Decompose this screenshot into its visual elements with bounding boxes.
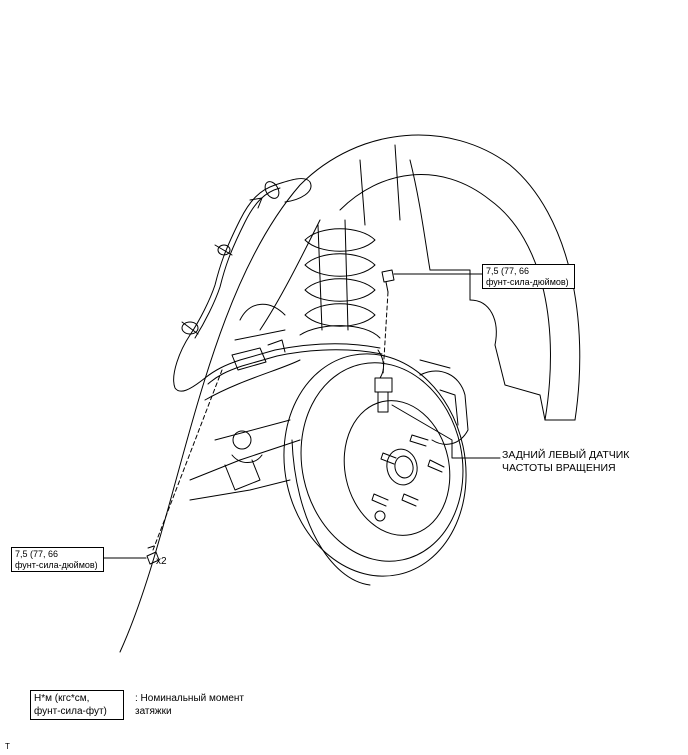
legend-unit-line2: фунт-сила-фут) xyxy=(34,706,107,717)
coil-spring xyxy=(299,219,381,339)
brake-caliper xyxy=(419,359,469,445)
legend-desc-line2: затяжки xyxy=(135,706,172,717)
sensor-bolt-torque-callout: 7,5 (77, 66 фунт-сила-дюймов) xyxy=(482,264,575,289)
bracket-bolt-torque-callout: 7,5 (77, 66 фунт-сила-дюймов) xyxy=(11,547,104,572)
footer-mark: T xyxy=(5,742,10,751)
torque-unit: фунт-сила-дюймов) xyxy=(15,560,98,570)
legend-desc-line1: : Номинальный момент xyxy=(135,693,244,704)
hub-studs xyxy=(371,434,445,522)
bracket-bolt xyxy=(146,545,160,565)
suspension-arms xyxy=(189,303,301,501)
torque-unit: фунт-сила-дюймов) xyxy=(486,277,569,287)
legend-unit-line1: Н*м (кгс*см, xyxy=(34,693,90,704)
sensor-bolt xyxy=(381,269,395,293)
leader-lines xyxy=(102,273,501,559)
legend-unit-box: Н*м (кгс*см, фунт-сила-фут) xyxy=(30,690,124,720)
dashed-assembly-lines xyxy=(152,291,389,551)
torque-value: 7,5 (77, 66 xyxy=(486,266,530,276)
part-label-line2: ЧАСТОТЫ ВРАЩЕНИЯ xyxy=(502,462,616,474)
bolt-count: x2 xyxy=(156,556,167,567)
sensor-wire-harness xyxy=(173,178,393,413)
wheel-arch xyxy=(119,134,581,653)
brake-rotor xyxy=(283,353,467,586)
part-label: ЗАДНИЙ ЛЕВЫЙ ДАТЧИК ЧАСТОТЫ ВРАЩЕНИЯ xyxy=(502,449,629,475)
torque-value: 7,5 (77, 66 xyxy=(15,549,59,559)
part-label-line1: ЗАДНИЙ ЛЕВЫЙ ДАТЧИК xyxy=(502,449,630,461)
legend-description: : Номинальный момент затяжки xyxy=(135,692,244,718)
